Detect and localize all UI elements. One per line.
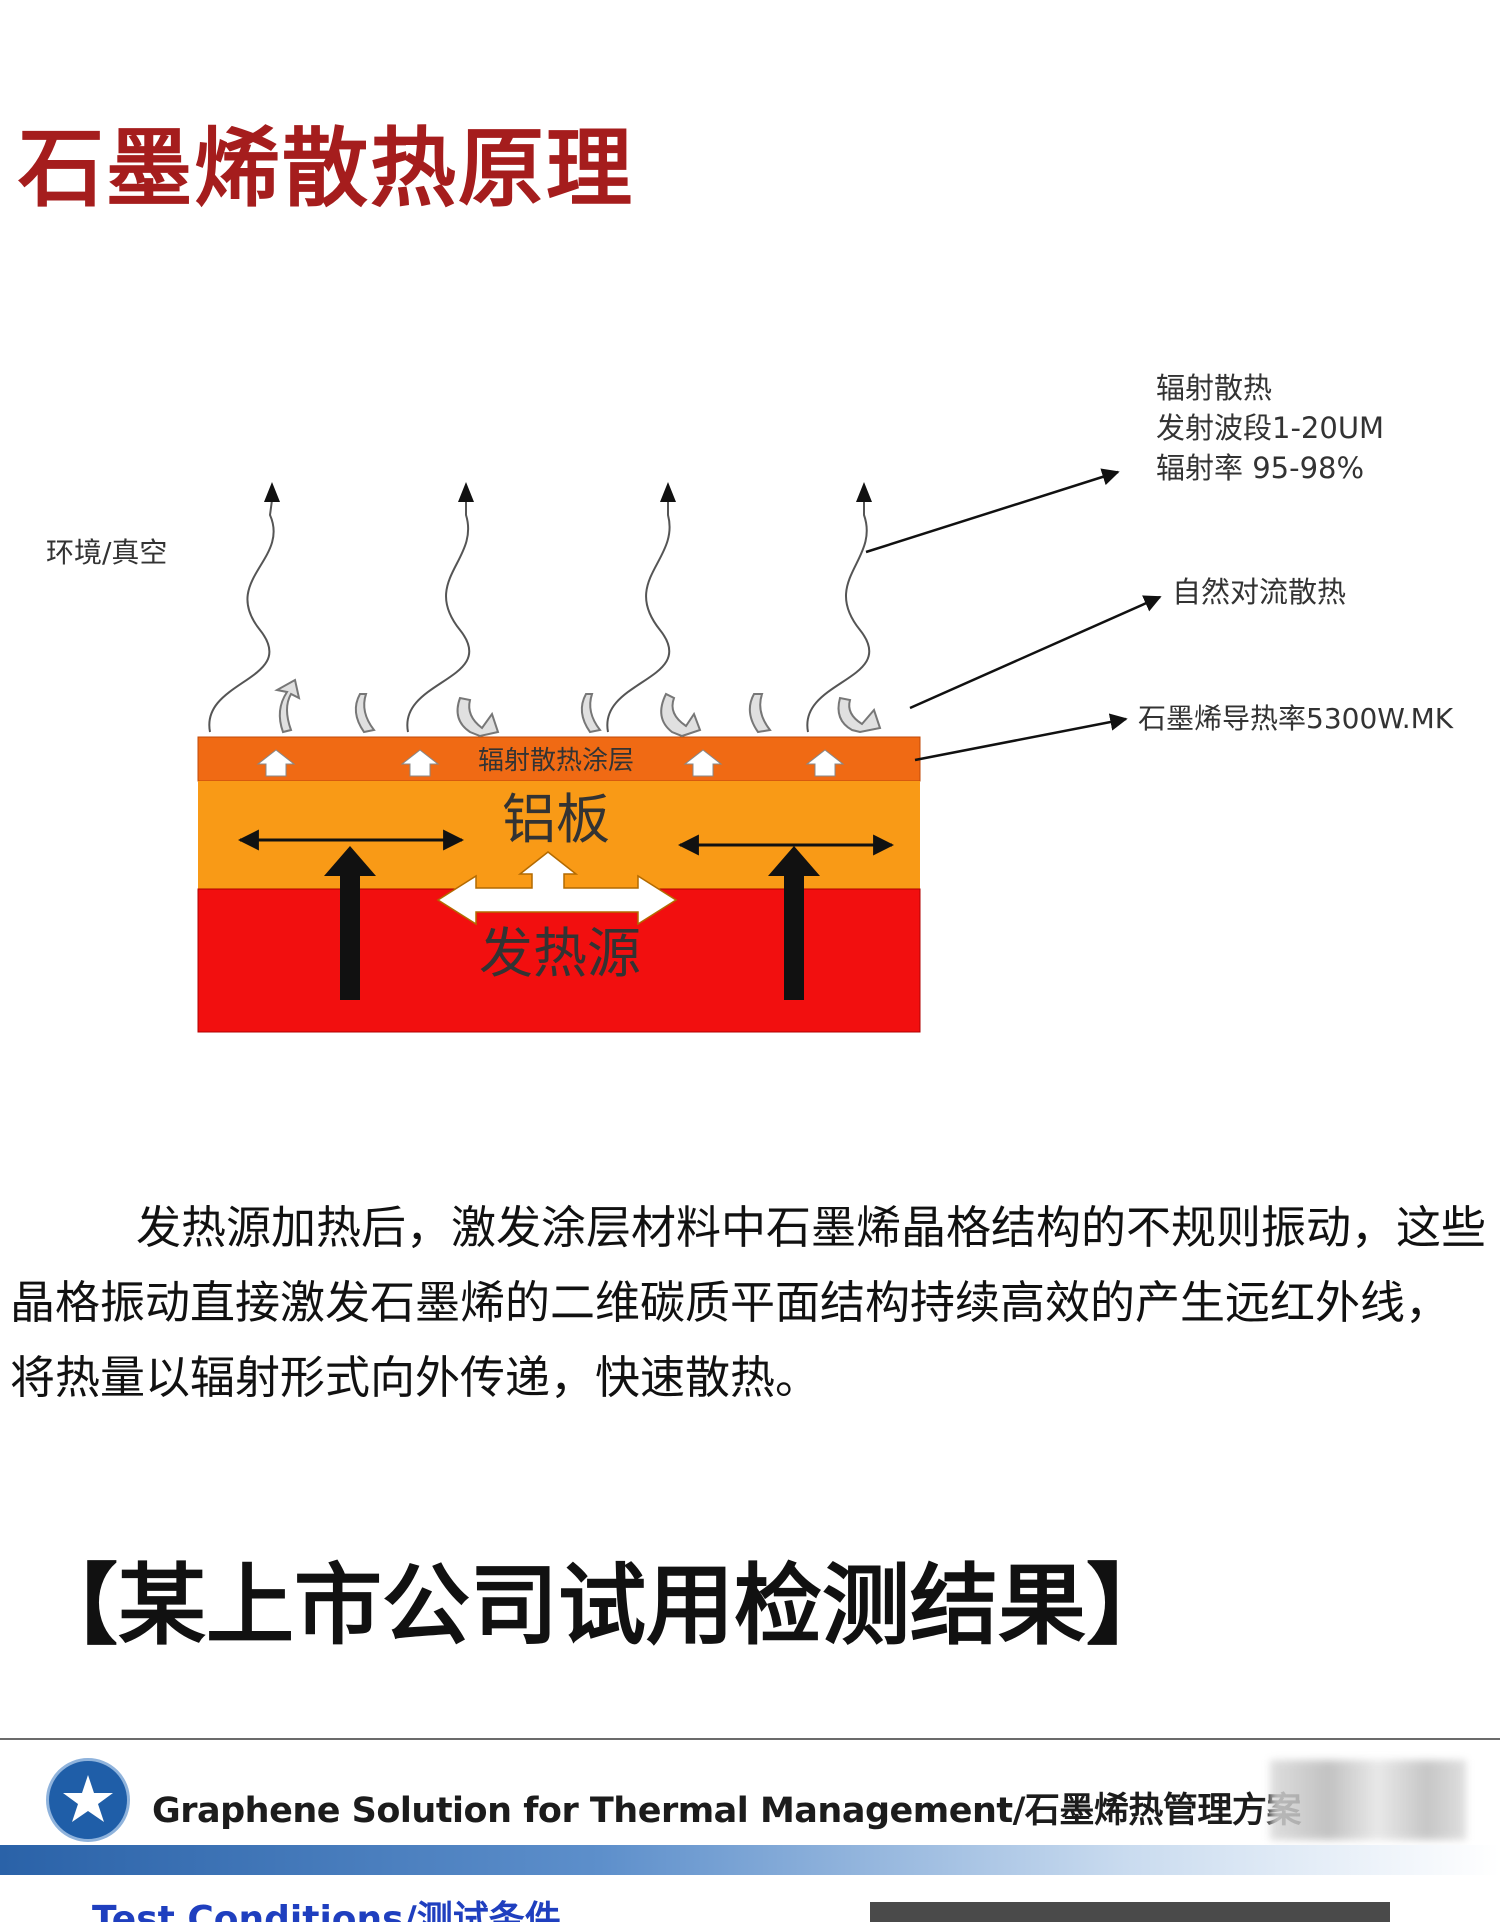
plate-label: 铝板 (502, 788, 610, 851)
radiation-pointer (866, 472, 1118, 552)
slide-header-en: Graphene Solution for Thermal Management… (152, 1791, 1025, 1831)
radiation-band: 发射波段1-20UM (1156, 411, 1384, 445)
conductivity-label: 石墨烯导热率5300W.MK (1138, 702, 1454, 735)
convection-arrows (277, 680, 880, 736)
radiation-waves (209, 500, 869, 732)
slide-header: Graphene Solution for Thermal Management… (152, 1782, 1301, 1833)
star-circle-logo-icon (46, 1758, 130, 1842)
section-title: 【某上市公司试用检测结果】 (30, 1535, 1174, 1662)
blurred-company-logo (1270, 1760, 1466, 1840)
slide-blue-bar (0, 1845, 1500, 1875)
radiation-title: 辐射散热 (1156, 371, 1272, 405)
page-title: 石墨烯散热原理 (18, 98, 634, 223)
slide-header-cn: 石墨烯热管理方案 (1025, 1791, 1301, 1831)
test-report-slide: Graphene Solution for Thermal Management… (0, 1738, 1500, 1922)
convection-pointer (910, 597, 1160, 708)
conductivity-pointer (915, 719, 1126, 760)
heat-dissipation-diagram: 辐射散热涂层 铝板 发热源 (0, 360, 1500, 1120)
radiation-rate: 辐射率 95-98% (1156, 451, 1364, 485)
convection-label: 自然对流散热 (1172, 575, 1346, 609)
test-conditions-heading: Test Conditions/测试条件 (92, 1890, 561, 1922)
environment-label: 环境/真空 (46, 536, 167, 569)
photo-edge (870, 1902, 1390, 1922)
source-label: 发热源 (479, 922, 641, 985)
description-paragraph: 发热源加热后，激发涂层材料中石墨烯晶格结构的不规则振动，这些晶格振动直接激发石墨… (10, 1190, 1490, 1415)
radiation-arrowheads (264, 482, 872, 502)
coating-label: 辐射散热涂层 (478, 746, 634, 776)
